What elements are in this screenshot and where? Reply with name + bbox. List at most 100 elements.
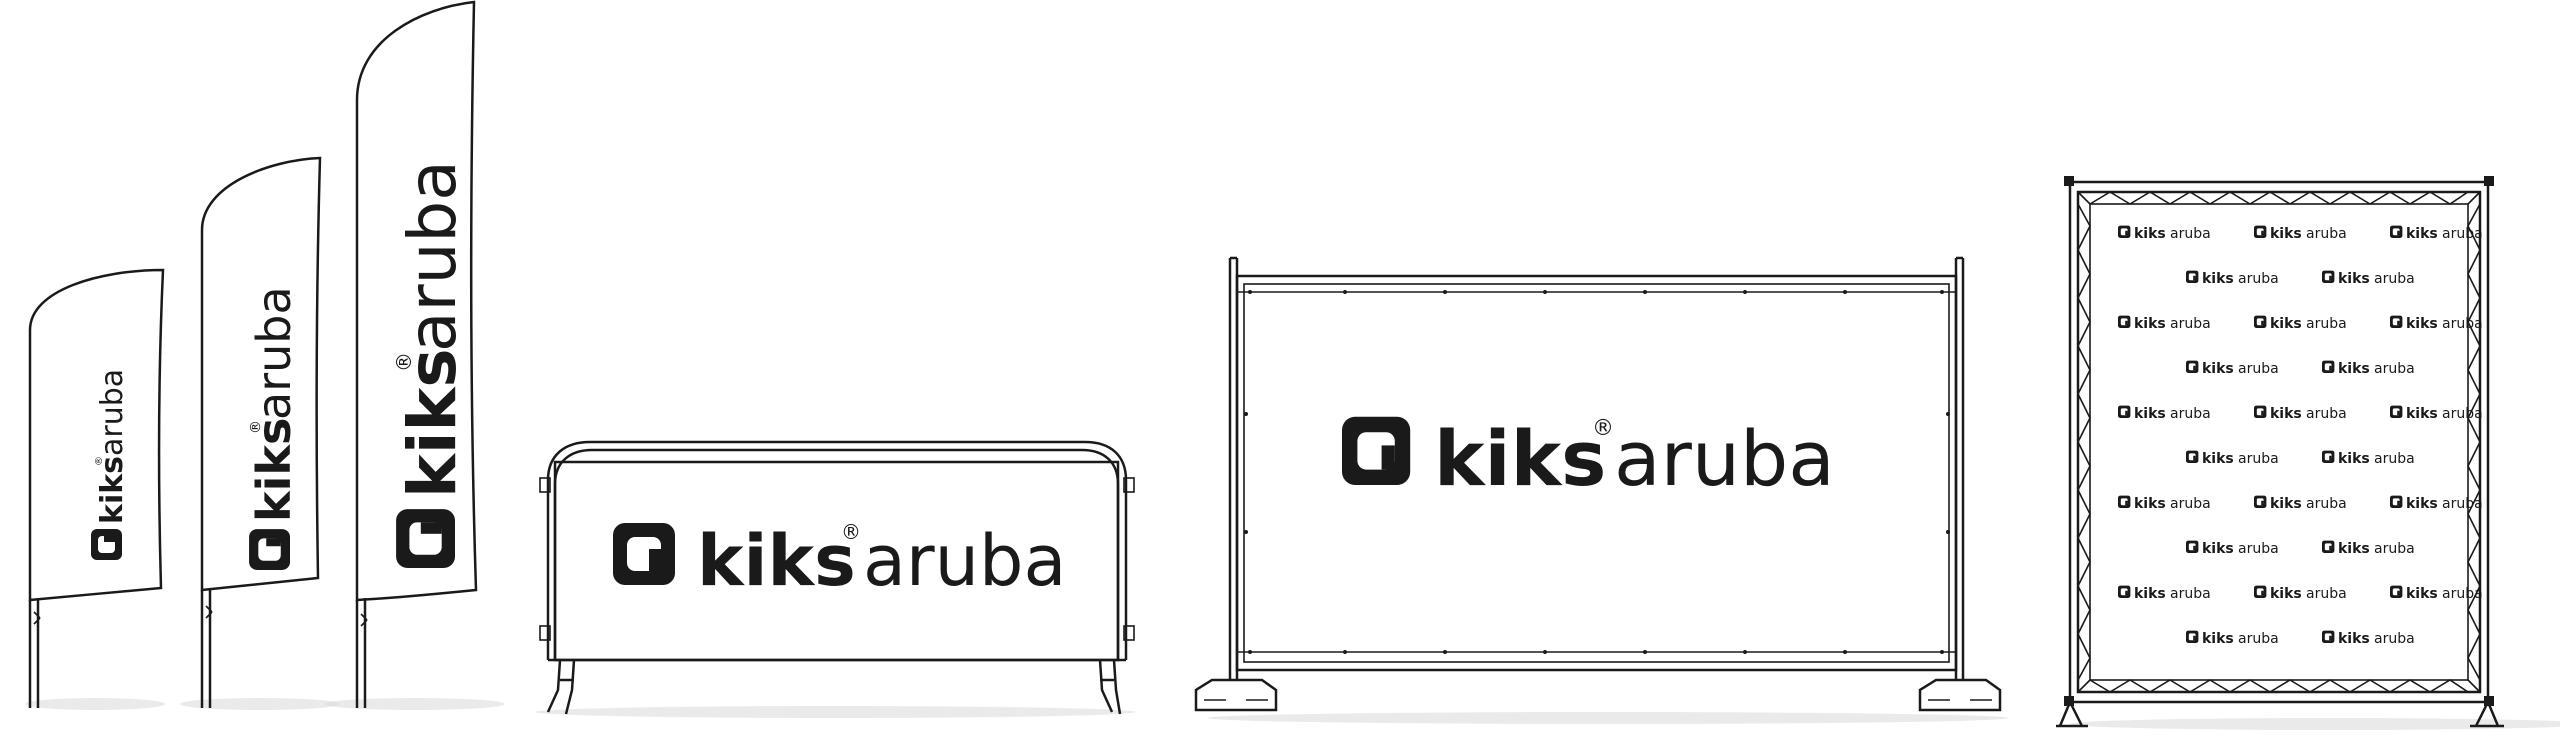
logo-aruba: aruba <box>2442 586 2483 602</box>
logo-kiks: kiks <box>2406 586 2438 602</box>
logo-kiks: kiks <box>2406 226 2438 242</box>
logo-registered: ® <box>248 420 264 434</box>
logo-kiks: kiks <box>2134 316 2166 332</box>
logo-aruba: aruba <box>2170 406 2211 422</box>
logo-aruba: aruba <box>2238 271 2279 287</box>
logo-kiks: kiks <box>1434 414 1606 503</box>
logo-aruba: aruba <box>2442 406 2483 422</box>
logo-registered: ® <box>1592 416 1614 441</box>
logo-kiks: kiks <box>2202 271 2234 287</box>
logo-aruba: aruba <box>2306 496 2347 512</box>
logo-aruba: aruba <box>95 369 130 456</box>
flag-large: kiks ® aruba <box>325 0 505 710</box>
logo-aruba: aruba <box>2374 631 2415 647</box>
logo-kiks: kiks <box>2202 451 2234 467</box>
logo-aruba: aruba <box>863 520 1066 602</box>
fence-grommets <box>1244 290 1950 654</box>
logo-aruba: aruba <box>2374 541 2415 557</box>
logo-aruba: aruba <box>2170 586 2211 602</box>
logo-kiks: kiks <box>2338 541 2370 557</box>
logo-kiks: kiks <box>2406 496 2438 512</box>
fence-banner-logo: kiks ® aruba <box>1342 414 1835 503</box>
logo-aruba: aruba <box>394 160 471 352</box>
logo-aruba: aruba <box>2306 586 2347 602</box>
fence-banner: kiks ® aruba <box>1194 256 2008 724</box>
logo-kiks: kiks <box>394 348 471 498</box>
logo-aruba: aruba <box>2442 496 2483 512</box>
logo-kiks: kiks <box>2270 316 2302 332</box>
logo-kiks: kiks <box>2406 316 2438 332</box>
logo-registered: ® <box>392 352 416 372</box>
logo-aruba: aruba <box>2238 541 2279 557</box>
logo-kiks: kiks <box>2270 226 2302 242</box>
logo-kiks: kiks <box>2134 586 2166 602</box>
logo-kiks: kiks <box>2338 271 2370 287</box>
logo-aruba: aruba <box>2306 226 2347 242</box>
logo-aruba: aruba <box>1614 414 1835 503</box>
logo-kiks: kiks <box>697 520 856 602</box>
logo-aruba: aruba <box>2374 361 2415 377</box>
crowd-barrier-logo: kiks ® aruba <box>613 520 1066 602</box>
logo-aruba: aruba <box>2238 451 2279 467</box>
logo-aruba: aruba <box>2170 496 2211 512</box>
logo-kiks: kiks <box>2406 406 2438 422</box>
logo-aruba: aruba <box>2170 316 2211 332</box>
logo-kiks: kiks <box>2338 361 2370 377</box>
logo-kiks: kiks <box>2202 541 2234 557</box>
flag-small: kiks ® aruba <box>25 268 165 710</box>
logo-aruba: aruba <box>2306 316 2347 332</box>
logo-aruba: aruba <box>2306 406 2347 422</box>
flag-medium-logo: kiks ® aruba <box>247 286 301 570</box>
logo-aruba: aruba <box>2170 226 2211 242</box>
logo-kiks: kiks <box>2202 631 2234 647</box>
logo-aruba: aruba <box>2238 631 2279 647</box>
logo-kiks: kiks <box>2338 451 2370 467</box>
logo-aruba: aruba <box>2374 451 2415 467</box>
logo-kiks: kiks <box>2270 496 2302 512</box>
logo-aruba: aruba <box>2374 271 2415 287</box>
flag-medium: kiks ® aruba <box>180 156 340 710</box>
logo-kiks: kiks <box>247 418 301 522</box>
logo-aruba: aruba <box>2238 361 2279 377</box>
logo-kiks: kiks <box>2202 361 2234 377</box>
logo-kiks: kiks <box>2134 226 2166 242</box>
logo-aruba: aruba <box>247 286 301 420</box>
logo-registered: ® <box>841 520 861 544</box>
flag-large-logo: kiks ® aruba <box>392 160 471 568</box>
logo-aruba: aruba <box>2442 226 2483 242</box>
crowd-barrier: kiks ® aruba <box>535 440 1135 718</box>
logo-kiks: kiks <box>2134 496 2166 512</box>
logo-aruba: aruba <box>2442 316 2483 332</box>
logo-kiks: kiks <box>2338 631 2370 647</box>
flag-small-logo: kiks ® aruba <box>91 369 130 560</box>
logo-kiks: kiks <box>2270 406 2302 422</box>
logo-registered: ® <box>94 456 105 466</box>
